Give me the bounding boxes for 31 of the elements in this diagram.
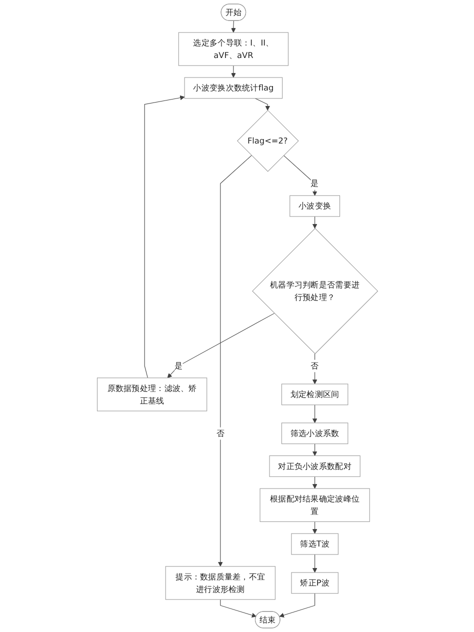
arrow bbox=[312, 476, 317, 489]
arrow bbox=[166, 313, 274, 378]
arrow bbox=[230, 20, 236, 33]
arrow bbox=[218, 155, 252, 567]
arrow bbox=[312, 444, 317, 456]
node-box: 根据配对结果确定波峰位置 bbox=[259, 488, 370, 522]
arrow bbox=[230, 65, 236, 78]
arrow bbox=[312, 521, 317, 534]
node-box: 筛选T波 bbox=[290, 533, 338, 555]
arrow bbox=[312, 404, 317, 424]
arrow bbox=[278, 593, 315, 618]
arrow bbox=[312, 216, 317, 229]
edge-label: 否 bbox=[310, 360, 318, 371]
node-diamond: 机器学习判断是否需要进行预处理？ bbox=[252, 228, 378, 354]
arrow bbox=[220, 599, 256, 618]
arrow bbox=[312, 554, 317, 573]
edge-label: 是 bbox=[310, 178, 318, 188]
node-box: 划定检测区间 bbox=[280, 384, 348, 406]
edge-label: 否 bbox=[216, 428, 224, 438]
node-box: 原数据预处理：滤波、矫正基线 bbox=[96, 378, 207, 412]
node-box: 对正负小波系数配对 bbox=[268, 455, 360, 477]
node-diamond: Flag<=2? bbox=[236, 110, 298, 172]
node-box: 选定多个导联：I、II、aVF、aVR bbox=[178, 32, 288, 66]
node-box: 小波变换次数统计flag bbox=[184, 77, 282, 99]
node-box: 筛选小波系数 bbox=[280, 422, 348, 444]
arrow bbox=[144, 95, 184, 378]
node-box: 矫正P波 bbox=[290, 572, 338, 594]
node-box: 小波变换 bbox=[289, 195, 340, 217]
node-box: 提示：数据质量差，不宜进行波形检测 bbox=[164, 566, 275, 600]
arrow bbox=[254, 98, 270, 111]
edge-label: 是 bbox=[174, 360, 182, 371]
